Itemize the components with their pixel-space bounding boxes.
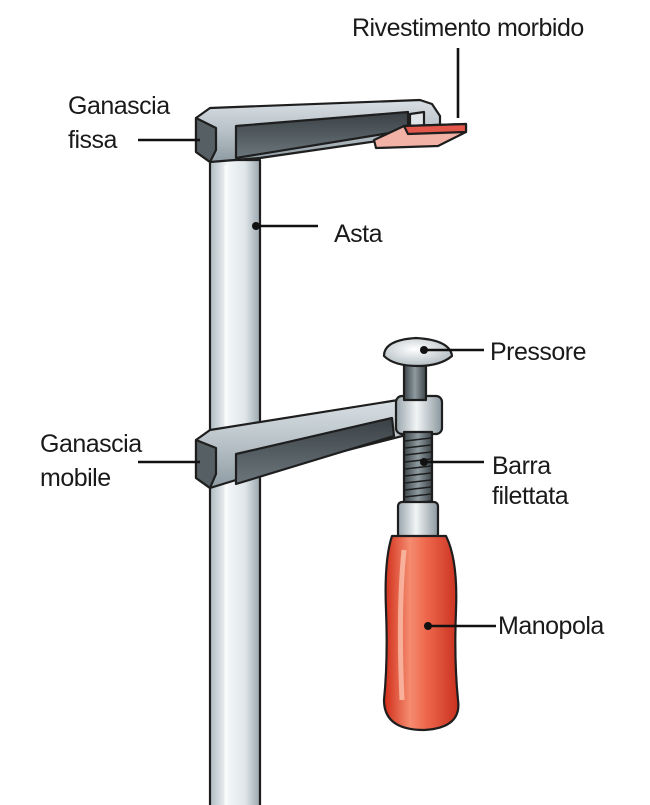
threaded-rod-shape [402, 430, 434, 510]
thread-line [404, 472, 432, 477]
label-movable-jaw-line1: Ganascia [40, 430, 142, 458]
label-fixed-jaw-line1: Ganascia [68, 92, 170, 120]
thread-line [404, 444, 432, 449]
leader-lines [138, 48, 496, 630]
thread-line [404, 479, 432, 484]
label-movable-jaw-line2: mobile [40, 464, 111, 492]
label-threaded-rod-line1: Barra [492, 452, 551, 480]
thread-line [404, 437, 432, 442]
thread-line [404, 451, 432, 456]
handle-ferrule-shape [396, 500, 440, 540]
label-fixed-jaw-line2: fissa [68, 126, 118, 154]
label-bar: Asta [334, 220, 383, 248]
label-pressure-pad: Pressore [490, 338, 586, 366]
handle-shape [382, 534, 460, 732]
label-handle: Manopola [498, 612, 604, 640]
thread-line [404, 465, 432, 470]
thread-line [404, 493, 432, 498]
label-soft-cover: Rivestimento morbido [352, 14, 584, 42]
pressure-pad-shape [382, 336, 454, 402]
thread-line [404, 486, 432, 491]
jaw-collar-shape [394, 394, 444, 436]
soft-cover-shape [372, 122, 468, 150]
label-threaded-rod-line2: filettata [492, 482, 569, 510]
